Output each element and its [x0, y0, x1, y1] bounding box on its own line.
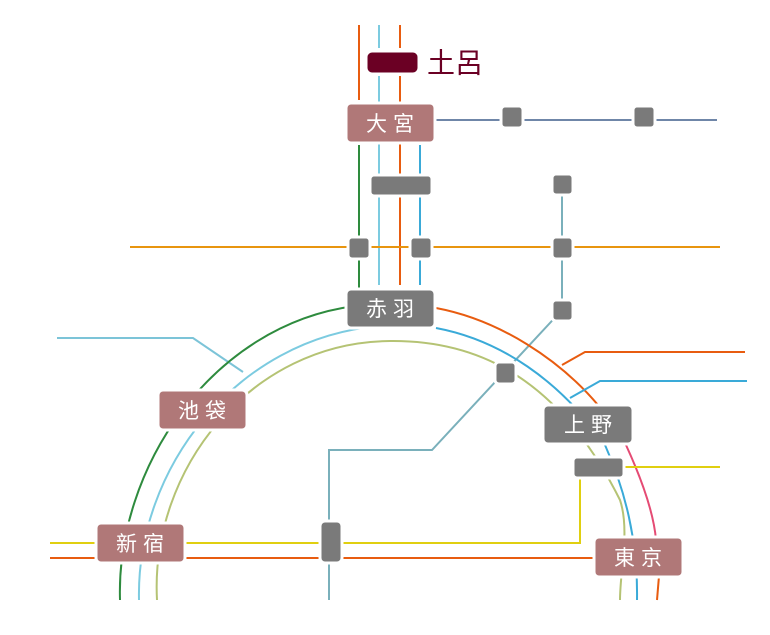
station-tokyo[interactable] — [592, 535, 685, 579]
line-pink — [625, 444, 657, 541]
station-akabane[interactable] — [344, 287, 437, 330]
line-orange-branch — [561, 351, 745, 366]
station-shinjuku[interactable] — [94, 521, 187, 565]
station-tokyo-label: 東京 — [614, 546, 668, 570]
minor-station[interactable] — [631, 104, 657, 130]
station-ueno-label: 上野 — [564, 413, 618, 437]
minor-station[interactable] — [550, 172, 575, 197]
station-toro-label: 土呂 — [427, 47, 483, 80]
station-shinjuku-label: 新宿 — [116, 532, 170, 556]
station-omiya-label: 大宮 — [366, 112, 420, 136]
station-toro-marker[interactable] — [364, 49, 421, 76]
line-blue-branch — [569, 380, 747, 399]
station-ueno[interactable] — [541, 403, 635, 446]
station-ikebukuro-label: 池袋 — [178, 399, 232, 423]
station-ikebukuro[interactable] — [156, 388, 249, 432]
line-olive-arc — [155, 339, 626, 601]
line-sky-branch — [57, 337, 244, 373]
minor-station[interactable] — [571, 455, 626, 480]
line-orange-arc — [435, 307, 599, 406]
minor-station[interactable] — [493, 360, 518, 386]
station-akabane-label: 赤羽 — [366, 297, 420, 321]
minor-station[interactable] — [408, 235, 434, 261]
minor-station[interactable] — [550, 298, 575, 323]
station-omiya[interactable] — [344, 101, 437, 145]
minor-station[interactable] — [550, 235, 575, 261]
minor-station[interactable] — [318, 519, 344, 565]
minor-station[interactable] — [368, 173, 434, 198]
minor-station[interactable] — [346, 235, 372, 261]
line-yellow — [50, 470, 581, 544]
line-teal — [328, 184, 563, 600]
minor-station[interactable] — [499, 104, 525, 130]
line-orange-south — [656, 575, 660, 601]
